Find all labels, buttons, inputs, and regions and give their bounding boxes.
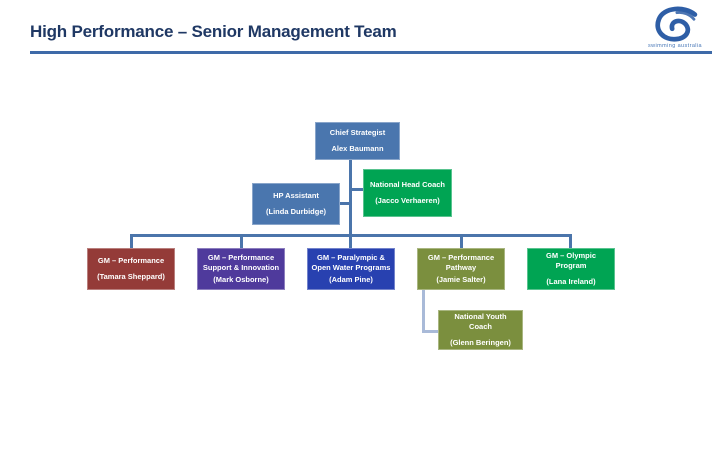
node-person: (Mark Osborne) — [213, 275, 269, 284]
node-person: (Linda Durbidge) — [266, 207, 326, 216]
org-node-gm-performance-pathway[interactable]: GM – Performance Pathway (Jamie Salter) — [417, 248, 505, 290]
node-person: (Adam Pine) — [329, 275, 373, 284]
connector-drop-gm-performance — [130, 236, 133, 248]
node-role: Chief Strategist — [329, 128, 386, 137]
org-node-national-youth-coach[interactable]: National Youth Coach (Glenn Beringen) — [438, 310, 523, 350]
node-person: (Tamara Sheppard) — [97, 272, 165, 281]
org-node-gm-performance[interactable]: GM – Performance (Tamara Sheppard) — [87, 248, 175, 290]
connector-drop-gm-paralympic — [349, 236, 352, 248]
connector-trunk — [349, 158, 352, 237]
org-node-chief-strategist[interactable]: Chief Strategist Alex Baumann — [315, 122, 400, 160]
title-underline — [30, 51, 712, 54]
node-role: National Head Coach — [369, 180, 445, 189]
org-node-gm-performance-support[interactable]: GM – Performance Support & Innovation (M… — [197, 248, 285, 290]
node-role: HP Assistant — [273, 191, 319, 200]
node-role: GM – Paralympic & Open Water Programs — [311, 253, 391, 272]
node-role: GM – Performance — [97, 256, 165, 265]
node-person: (Glenn Beringen) — [450, 338, 511, 347]
connector-drop-gm-olympic — [569, 236, 572, 248]
node-role: GM – Performance Pathway — [427, 253, 495, 272]
swirl-logo-icon — [636, 6, 714, 42]
org-node-gm-olympic-program[interactable]: GM – Olympic Program (Lana Ireland) — [527, 248, 615, 290]
org-node-national-head-coach[interactable]: National Head Coach (Jacco Verhaeren) — [363, 169, 452, 217]
org-node-gm-paralympic-open-water[interactable]: GM – Paralympic & Open Water Programs (A… — [307, 248, 395, 290]
node-person: (Jacco Verhaeren) — [375, 196, 440, 205]
org-node-hp-assistant[interactable]: HP Assistant (Linda Durbidge) — [252, 183, 340, 225]
connector-drop-gm-support — [240, 236, 243, 248]
connector-drop-gm-pathway — [460, 236, 463, 248]
node-person: (Lana Ireland) — [546, 277, 596, 286]
connector-hp-assistant — [340, 202, 351, 205]
node-role: GM – Olympic Program — [545, 251, 596, 270]
node-person: Alex Baumann — [331, 144, 384, 153]
swimming-australia-logo: swimming australia — [636, 6, 714, 49]
connector-head-coach — [351, 188, 363, 191]
page-title: High Performance – Senior Management Tea… — [30, 22, 397, 41]
connector-youth-coach-horizontal — [422, 330, 438, 333]
logo-caption: swimming australia — [648, 43, 702, 49]
node-role: National Youth Coach — [454, 312, 507, 331]
node-role: GM – Performance Support & Innovation — [202, 253, 280, 272]
connector-distribution-bar — [130, 234, 572, 237]
connector-youth-coach-vertical — [422, 290, 425, 333]
node-person: (Jamie Salter) — [436, 275, 486, 284]
